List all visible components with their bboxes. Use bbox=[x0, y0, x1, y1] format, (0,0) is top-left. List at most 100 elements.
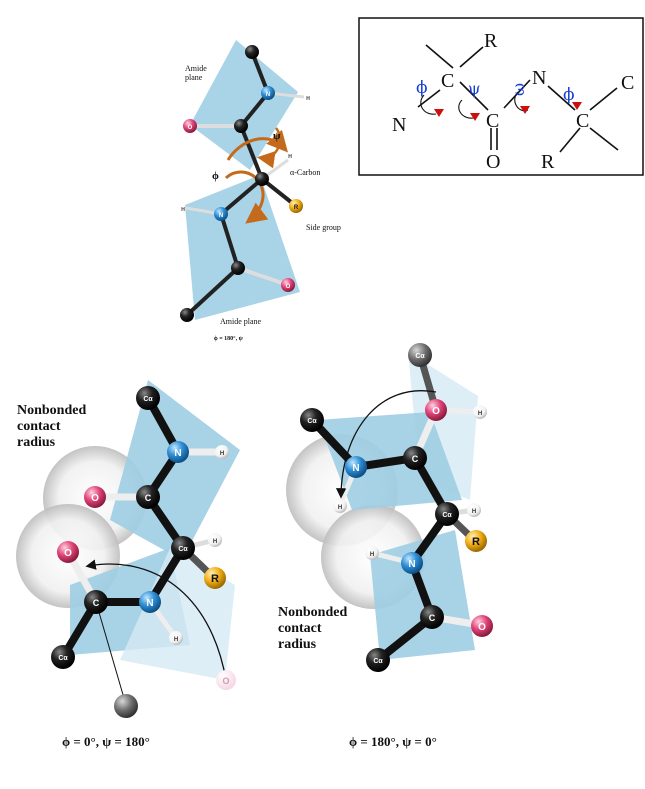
atom-alpha-carbon bbox=[435, 502, 459, 526]
atom-hydrogen bbox=[365, 546, 379, 560]
svg-text:O: O bbox=[286, 284, 291, 290]
atom-nitrogen bbox=[401, 552, 423, 574]
atom-hydrogen bbox=[333, 499, 347, 513]
svg-text:Cα: Cα bbox=[373, 658, 383, 665]
svg-text:N: N bbox=[266, 92, 270, 98]
top-atom-letters: H H H R O N N O bbox=[181, 92, 310, 290]
top-peptide-model bbox=[180, 40, 305, 322]
angle-arrowhead bbox=[520, 106, 530, 114]
atom-nitrogen bbox=[139, 591, 161, 613]
atom-alpha-carbon bbox=[171, 536, 195, 560]
angle-arrowhead bbox=[434, 109, 444, 117]
angle-arrowhead bbox=[470, 113, 480, 121]
svg-text:R: R bbox=[472, 536, 480, 548]
atom-carbon bbox=[84, 590, 108, 614]
svg-text:H: H bbox=[478, 411, 482, 417]
svg-text:H: H bbox=[306, 96, 310, 102]
atom-hydrogen bbox=[467, 503, 481, 517]
svg-text:N: N bbox=[408, 559, 415, 570]
atom-oxygen bbox=[471, 615, 493, 637]
atom-carbon bbox=[403, 446, 427, 470]
schematic-atom-o: O bbox=[486, 151, 500, 173]
atom-alpha-carbon bbox=[255, 172, 269, 186]
atom-alpha-carbon bbox=[366, 648, 390, 672]
atom-alpha-carbon-ghost bbox=[408, 343, 432, 367]
dihedral-schematic: N C R C O N C R C ϕ ψ ω ϕ bbox=[358, 17, 644, 176]
atom-nitrogen bbox=[167, 441, 189, 463]
svg-text:H: H bbox=[174, 637, 178, 643]
atom-alpha-carbon-ghost bbox=[114, 694, 138, 718]
svg-text:Cα: Cα bbox=[415, 353, 425, 360]
atom-oxygen bbox=[84, 486, 106, 508]
left-conformation-model bbox=[16, 380, 240, 718]
atom-hydrogen-ghost bbox=[473, 405, 487, 419]
atom-oxygen bbox=[183, 119, 197, 133]
svg-text:H: H bbox=[213, 539, 217, 545]
atom-oxygen bbox=[281, 278, 295, 292]
svg-text:O: O bbox=[222, 676, 229, 686]
svg-text:O: O bbox=[478, 622, 486, 633]
alpha-carbon-label: α-Carbon bbox=[290, 168, 321, 177]
schematic-atom-r-top: R bbox=[484, 30, 498, 52]
svg-text:R: R bbox=[211, 573, 219, 585]
svg-text:N: N bbox=[352, 463, 359, 474]
svg-text:Cα: Cα bbox=[58, 655, 68, 662]
svg-text:C: C bbox=[93, 598, 100, 608]
atom-hydrogen bbox=[169, 631, 183, 645]
amide-plane-label-top: Amide plane bbox=[185, 64, 207, 82]
svg-text:Cα: Cα bbox=[307, 418, 317, 425]
right-caption: ϕ = 180°, ψ = 0° bbox=[349, 734, 437, 749]
schematic-atom-n-left: N bbox=[392, 114, 406, 136]
atom-hydrogen bbox=[208, 533, 222, 547]
atom-alpha-carbon bbox=[300, 408, 324, 432]
amide-plane bbox=[110, 380, 240, 560]
svg-text:H: H bbox=[181, 207, 185, 213]
atom-oxygen bbox=[57, 541, 79, 563]
svg-text:C: C bbox=[412, 454, 419, 464]
schematic-atom-c1: C bbox=[441, 70, 454, 92]
svg-text:H: H bbox=[472, 509, 476, 515]
svg-text:O: O bbox=[91, 493, 99, 504]
schematic-atom-n-mid: N bbox=[532, 67, 546, 89]
atom-carbon bbox=[234, 119, 248, 133]
schematic-atom-c-right: C bbox=[621, 72, 634, 94]
atom-carbon bbox=[420, 605, 444, 629]
svg-text:O: O bbox=[432, 406, 440, 417]
schematic-atom-c3: C bbox=[576, 110, 589, 132]
svg-text:N: N bbox=[174, 448, 181, 459]
atom-oxygen bbox=[425, 399, 447, 421]
atom-carbon bbox=[245, 45, 259, 59]
svg-text:Cα: Cα bbox=[178, 546, 188, 553]
schematic-frame bbox=[358, 17, 644, 176]
atom-r-group bbox=[204, 567, 226, 589]
svg-text:H: H bbox=[338, 505, 342, 511]
atom-carbon bbox=[136, 485, 160, 509]
atom-r-group bbox=[289, 199, 303, 213]
svg-text:O: O bbox=[64, 548, 72, 559]
top-caption: ϕ = 180°, ψ bbox=[214, 336, 243, 342]
angle-arrowhead bbox=[572, 102, 582, 110]
nonbonded-label-right: Nonbonded contact radius bbox=[278, 605, 348, 652]
schematic-angle-omega: ω bbox=[509, 83, 528, 96]
svg-text:R: R bbox=[294, 205, 299, 211]
svg-text:H: H bbox=[220, 451, 224, 457]
atom-carbon bbox=[180, 308, 194, 322]
schematic-angle-phi2: ϕ bbox=[563, 85, 575, 105]
svg-text:Cα: Cα bbox=[442, 512, 452, 519]
phi-symbol: ϕ bbox=[212, 170, 219, 182]
svg-text:Cα: Cα bbox=[143, 396, 153, 403]
left-caption: ϕ = 0°, ψ = 180° bbox=[62, 734, 150, 749]
atom-carbon bbox=[231, 261, 245, 275]
schematic-angle-psi: ψ bbox=[468, 79, 481, 98]
psi-symbol: ψ bbox=[273, 130, 281, 142]
side-group-label: Side group bbox=[306, 223, 341, 232]
svg-text:N: N bbox=[219, 213, 223, 219]
atom-nitrogen bbox=[214, 207, 228, 221]
atom-alpha-carbon bbox=[136, 386, 160, 410]
svg-text:C: C bbox=[145, 493, 152, 503]
svg-text:H: H bbox=[370, 552, 374, 558]
right-conformation-model bbox=[286, 343, 493, 672]
atom-oxygen-ghost bbox=[216, 670, 236, 690]
svg-text:O: O bbox=[188, 125, 193, 131]
atom-hydrogen bbox=[215, 445, 229, 459]
